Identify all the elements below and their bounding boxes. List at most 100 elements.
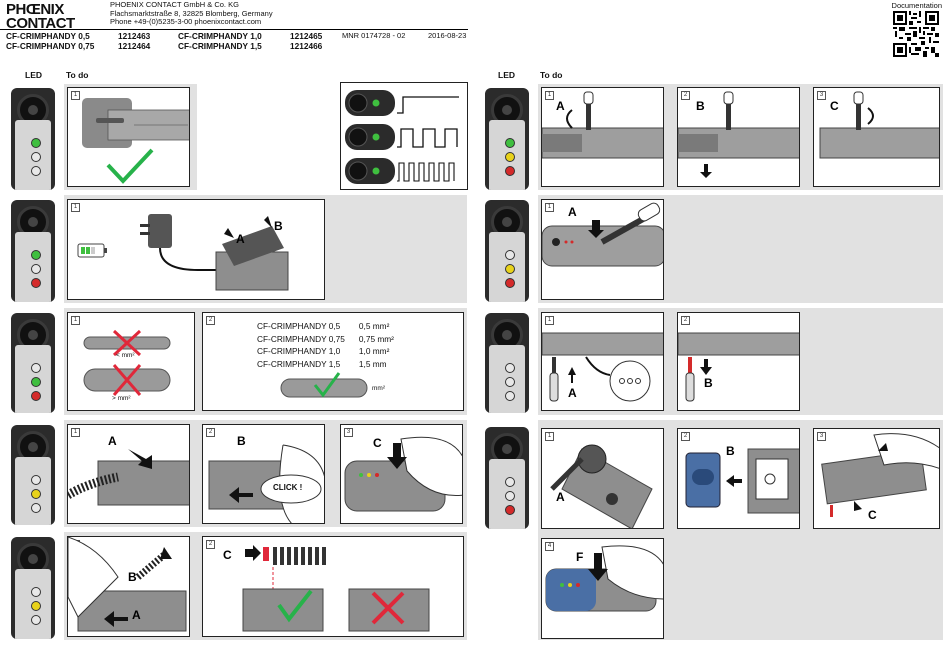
led-off — [505, 391, 515, 401]
step-number: 2 — [206, 428, 215, 437]
label-b: B — [726, 444, 735, 458]
step-panel-right-1-1: 1 A — [541, 87, 664, 187]
qr-code[interactable] — [893, 11, 939, 57]
led-off — [31, 152, 41, 162]
model-0-5-number: 1212463 — [118, 31, 151, 41]
step-number: 1 — [545, 91, 554, 100]
led-off — [31, 503, 41, 513]
screwdriver-insert-illustration: A — [542, 202, 663, 267]
insert-battery-illustration: B — [685, 444, 799, 514]
fast-blink-signal — [345, 158, 455, 184]
led-red-on — [505, 166, 515, 176]
led-off — [505, 477, 515, 487]
led-green-on — [505, 138, 515, 148]
led-yellow-on — [31, 489, 41, 499]
led-off — [505, 491, 515, 501]
led-indicator-left-4 — [11, 425, 55, 525]
led-off — [31, 615, 41, 625]
header-rule — [0, 29, 468, 30]
step-panel-right-1-3: 3 C — [813, 87, 940, 187]
step-number: 2 — [206, 540, 215, 549]
label-a: A — [568, 205, 577, 219]
led-red-on — [31, 278, 41, 288]
led-off — [31, 264, 41, 274]
led-indicator-left-3 — [11, 313, 55, 413]
red-cross-icon — [112, 329, 142, 357]
label-a: A — [556, 490, 565, 504]
label-c: C — [373, 436, 382, 450]
label-a: A — [108, 434, 117, 448]
label-a: A — [556, 99, 565, 113]
insert-ferrule-strip: A — [68, 434, 189, 506]
led-off — [505, 250, 515, 260]
led-indicator-left-2 — [11, 200, 55, 302]
tool-illustration — [82, 98, 189, 184]
step-panel-left-5-2: 2 C — [202, 536, 464, 637]
led-body — [15, 569, 51, 639]
led-body — [489, 459, 525, 529]
step-number: 1 — [545, 432, 554, 441]
label-b: B — [696, 99, 705, 113]
step-number: 2 — [681, 91, 690, 100]
model-0-75-number: 1212464 — [118, 41, 151, 51]
documentation-label: Documentation — [891, 1, 942, 10]
red-cross-icon — [112, 364, 142, 396]
step-panel-left-5-1: 1 B A — [67, 536, 190, 637]
step-number: 4 — [545, 542, 554, 551]
step-panel-left-2-1: 1 A B — [67, 199, 325, 300]
led-column-header-left: LED — [25, 70, 42, 80]
step-panel-left-4-2: 2 B CLICK ! — [202, 424, 325, 524]
led-body — [15, 120, 51, 190]
label-f: F — [576, 550, 583, 564]
model-1-0-number: 1212465 — [290, 31, 323, 41]
step-number: 1 — [71, 91, 80, 100]
remove-strip-illustration: B A — [68, 537, 187, 632]
led-off — [31, 475, 41, 485]
led-indicator-right-2 — [485, 200, 529, 302]
led-body — [489, 232, 525, 302]
led-off — [505, 377, 515, 387]
model-1-0: CF-CRIMPHANDY 1,0 — [178, 31, 262, 41]
mm2-label: mm² — [372, 385, 385, 392]
step-number: 1 — [71, 428, 80, 437]
step-number: 1 — [545, 203, 554, 212]
led-off — [31, 363, 41, 373]
led-indicator-right-4 — [485, 427, 529, 529]
led-red-on — [31, 391, 41, 401]
led-red-on — [505, 505, 515, 515]
step-panel-right-3-2: 2 B — [677, 312, 800, 411]
led-body — [489, 120, 525, 190]
step-number: 3 — [344, 428, 353, 437]
logo-line-1: PHŒNIX — [6, 1, 64, 18]
label-b: B — [704, 376, 713, 390]
step-number: 1 — [71, 203, 80, 212]
screwdriver-a-illustration: A — [542, 91, 663, 159]
led-red-on — [505, 278, 515, 288]
led-yellow-on — [505, 152, 515, 162]
led-off — [31, 587, 41, 597]
battery-icon — [77, 243, 107, 258]
conductor-size-illustration — [83, 329, 171, 396]
mnr-number: MNR 0174728 - 02 — [342, 31, 406, 40]
slow-blink-signal — [345, 124, 458, 150]
led-column-header-right: LED — [498, 70, 515, 80]
power-adapter — [140, 214, 216, 271]
close-tool-illustration: C — [821, 433, 939, 522]
press-illustration: C — [344, 436, 462, 512]
label-b: B — [274, 219, 283, 233]
label-a: A — [132, 608, 141, 622]
smaller-than-mm2: < mm² — [116, 352, 135, 359]
final-press-illustration: F — [545, 545, 663, 612]
step-panel-right-1-2: 2 B — [677, 87, 800, 187]
led-indicator-right-3 — [485, 313, 529, 413]
step-number: 2 — [681, 432, 690, 441]
step-number: 2 — [681, 316, 690, 325]
step-number: 3 — [817, 91, 826, 100]
label-c: C — [223, 548, 232, 562]
step-number: 1 — [71, 316, 80, 325]
label-a: A — [236, 232, 245, 246]
company-contact: Phone +49-(0)5235-3-00 phoenixcontact.co… — [110, 17, 262, 27]
led-body — [15, 232, 51, 302]
